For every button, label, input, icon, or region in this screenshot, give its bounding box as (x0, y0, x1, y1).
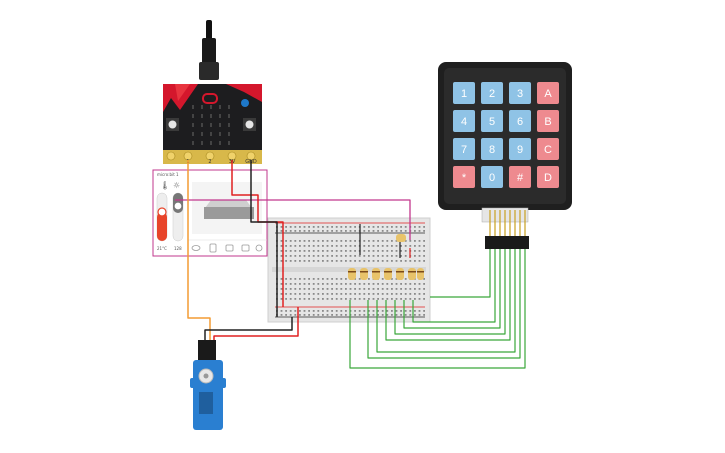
keypad-key-label: D (544, 172, 552, 184)
resistors (348, 234, 424, 280)
resistor (360, 268, 368, 280)
pin-label: 2 (208, 159, 211, 165)
keypad-connector (485, 236, 529, 249)
light-value: 128 (174, 246, 182, 251)
thermometer-icon: 🌡 (160, 181, 170, 190)
tilt-icon[interactable] (209, 243, 217, 253)
keypad-key-4[interactable]: 4 (453, 110, 475, 132)
keypad-key-6[interactable]: 6 (509, 110, 531, 132)
button-a[interactable] (166, 118, 179, 131)
keypad-key-label: # (517, 172, 524, 184)
keypad-key-C[interactable]: C (537, 138, 559, 160)
face-down-icon[interactable] (241, 244, 250, 252)
servo-connector (198, 340, 216, 360)
keypad-key-#[interactable]: # (509, 166, 531, 188)
keypad-key-label: 0 (489, 172, 495, 184)
gesture-buttons[interactable] (191, 243, 263, 253)
keypad-key-3[interactable]: 3 (509, 82, 531, 104)
keypad-key-label: 9 (517, 144, 523, 156)
resistor (396, 234, 406, 242)
red-wire-3v (231, 160, 284, 307)
black-wire-gnd (250, 160, 278, 317)
keypad-key-1[interactable]: 1 (453, 82, 475, 104)
keypad-key-A[interactable]: A (537, 82, 559, 104)
resistor (408, 268, 416, 280)
light-slider[interactable]: ☼ 128 (172, 181, 184, 251)
keypad-key-*[interactable]: * (453, 166, 475, 188)
button-b[interactable] (243, 118, 256, 131)
keypad-key-label: 8 (489, 144, 495, 156)
keypad-key-label: 5 (489, 116, 495, 128)
keypad-key-9[interactable]: 9 (509, 138, 531, 160)
microbit-board[interactable]: 1 2 3V GND (163, 84, 262, 165)
keypad-key-label: 1 (461, 88, 467, 100)
keypad[interactable]: 1 2 3 A 4 5 6 B 7 8 9 C * 0 # D (438, 62, 572, 249)
resistor (384, 268, 392, 280)
sun-icon: ☼ (173, 181, 180, 190)
magenta-wire (175, 199, 411, 240)
keypad-key-B[interactable]: B (537, 110, 559, 132)
keypad-key-label: 7 (461, 144, 467, 156)
resistor (348, 268, 356, 280)
resistor (396, 268, 404, 280)
resistor (372, 268, 380, 280)
keypad-key-label: 6 (517, 116, 523, 128)
keypad-key-2[interactable]: 2 (481, 82, 503, 104)
face-up-icon[interactable] (225, 244, 234, 252)
panel-title: micro:bit 1 (157, 172, 179, 177)
freefall-icon[interactable] (255, 244, 263, 252)
keypad-keys[interactable]: 1 2 3 A 4 5 6 B 7 8 9 C * 0 # D (453, 82, 559, 188)
temperature-slider[interactable]: 🌡 21°C (156, 181, 170, 251)
keypad-key-label: 2 (489, 88, 495, 100)
status-led-icon (241, 99, 249, 107)
resistor (417, 268, 424, 280)
servo-motor[interactable] (190, 340, 226, 430)
servo-red-wire (213, 307, 299, 342)
keypad-key-label: C (544, 144, 552, 156)
led-matrix (192, 105, 230, 145)
keypad-key-8[interactable]: 8 (481, 138, 503, 160)
keypad-key-label: B (544, 116, 551, 128)
usb-cable (199, 20, 219, 80)
keypad-key-label: * (462, 172, 467, 184)
keypad-key-5[interactable]: 5 (481, 110, 503, 132)
breadboard-holes (276, 226, 425, 316)
keypad-key-0[interactable]: 0 (481, 166, 503, 188)
wires (175, 160, 526, 369)
temperature-value: 21°C (157, 246, 167, 251)
shake-icon[interactable] (191, 245, 201, 251)
keypad-key-label: 3 (517, 88, 523, 100)
keypad-key-7[interactable]: 7 (453, 138, 475, 160)
keypad-key-label: 4 (461, 116, 467, 128)
microbit-logo-icon (202, 93, 218, 104)
edge-connector-pads[interactable] (166, 151, 256, 161)
keypad-key-label: A (544, 88, 552, 100)
simulator-panel: micro:bit 1 🌡 21°C ☼ 128 (152, 169, 268, 257)
keypad-key-D[interactable]: D (537, 166, 559, 188)
servo-black-wire (204, 317, 293, 342)
